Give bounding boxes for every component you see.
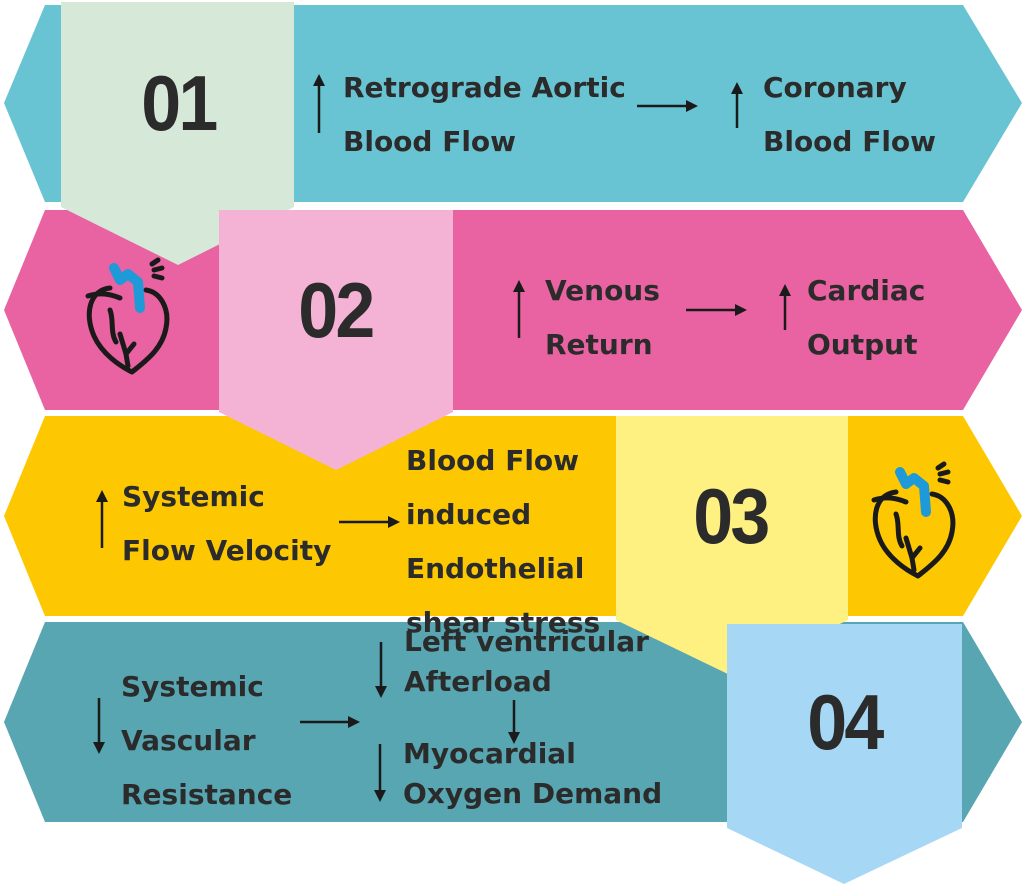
label-line: Left ventricular xyxy=(404,625,649,658)
up-arrow-icon xyxy=(313,74,325,133)
label-line: Oxygen Demand xyxy=(403,777,663,810)
step-04-number: 04 xyxy=(807,678,884,766)
step-02-number: 02 xyxy=(298,266,375,354)
right-arrow-icon xyxy=(686,304,747,316)
down-arrow-icon xyxy=(374,744,386,802)
endothelial-shear-stress-label: Blood Flow induced Endothelial shear str… xyxy=(406,434,600,650)
label-line: Output xyxy=(807,328,918,361)
label-line: Flow Velocity xyxy=(122,534,332,567)
label-line: Systemic xyxy=(121,670,264,703)
label-line: Systemic xyxy=(122,480,265,513)
label-line: Resistance xyxy=(121,778,293,811)
label-line: Endothelial xyxy=(406,552,585,585)
label-line: Retrograde Aortic xyxy=(343,71,626,104)
cardiac-output-label: Cardiac Output xyxy=(807,264,925,372)
step-01-number: 01 xyxy=(141,59,218,147)
up-arrow-icon xyxy=(96,490,108,548)
venous-return-label: Venous Return xyxy=(545,264,660,372)
up-arrow-icon xyxy=(779,284,791,330)
label-line: Blood Flow xyxy=(406,444,580,477)
label-line: Venous xyxy=(545,274,660,307)
label-line: Blood Flow xyxy=(763,125,937,158)
label-line: Blood Flow xyxy=(343,125,517,158)
up-arrow-icon xyxy=(731,82,743,128)
right-arrow-icon xyxy=(637,100,698,112)
label-line: shear stress xyxy=(406,606,601,639)
retrograde-aortic-blood-flow-label: Retrograde Aortic Blood Flow xyxy=(343,61,626,169)
step-03-number: 03 xyxy=(693,472,770,560)
label-line: Return xyxy=(545,328,653,361)
label-line: Myocardial xyxy=(403,737,576,770)
step-04-tab xyxy=(727,624,962,884)
coronary-blood-flow-label: Coronary Blood Flow xyxy=(763,61,936,169)
right-arrow-icon xyxy=(339,516,400,528)
step-01-tab xyxy=(61,2,294,265)
heart-icon xyxy=(85,257,170,375)
down-arrow-icon xyxy=(508,700,520,744)
down-arrow-icon xyxy=(375,642,387,698)
down-arrow-icon xyxy=(93,698,105,754)
label-line: Coronary xyxy=(763,71,907,104)
heart-icon xyxy=(871,461,956,579)
label-line: Vascular xyxy=(121,724,256,757)
step-03-tab xyxy=(616,416,848,676)
right-arrow-icon xyxy=(300,716,360,728)
systemic-flow-velocity-label: Systemic Flow Velocity xyxy=(122,470,331,578)
label-line: Afterload xyxy=(404,665,552,698)
left-ventricular-afterload-label: Left ventricular Afterload xyxy=(404,622,649,702)
step-02-tab xyxy=(219,210,453,470)
myocardial-oxygen-demand-label: Myocardial Oxygen Demand xyxy=(403,734,662,814)
label-line: induced xyxy=(406,498,532,531)
up-arrow-icon xyxy=(513,280,525,338)
systemic-vascular-resistance-label: Systemic Vascular Resistance xyxy=(121,660,292,822)
label-line: Cardiac xyxy=(807,274,926,307)
